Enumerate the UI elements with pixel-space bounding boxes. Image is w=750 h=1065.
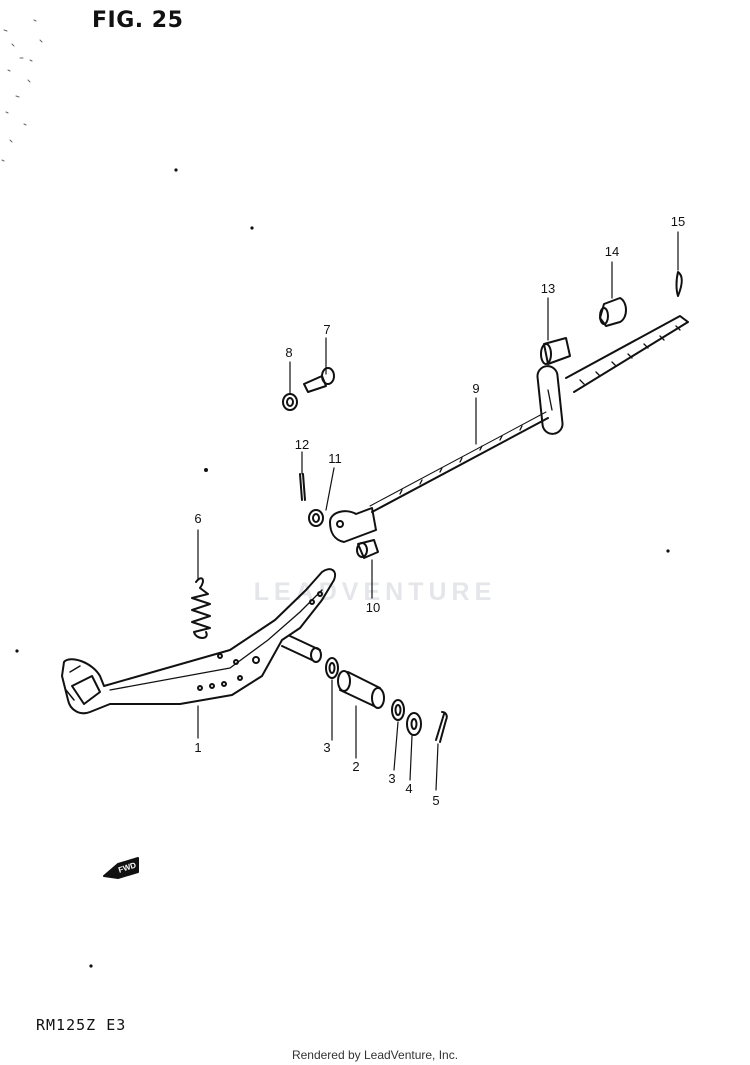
callout-3a: 3 [323,740,331,755]
part-5-cotter-pin [435,711,448,743]
part-6-return-spring [191,577,211,639]
callout-13: 13 [540,281,556,296]
part-9-brake-rod [369,315,689,513]
part-3-washer-b [391,699,405,721]
part-13-rod-joint [540,337,571,365]
callout-10: 10 [365,600,381,615]
part-3-washer-a [325,657,339,679]
model-code: RM125Z E3 [36,1016,127,1034]
part-14-adjust-nut [599,297,627,327]
callout-3b: 3 [388,771,396,786]
callout-4: 4 [405,781,413,796]
part-10-clevis-pin [356,539,379,559]
callout-1: 1 [194,740,202,755]
fwd-direction-arrow [103,857,139,879]
part-7-bolt [303,367,335,393]
callout-9: 9 [472,381,480,396]
callout-leaders [197,231,679,791]
rod-clevis [329,507,377,543]
part-11-washer [308,509,324,527]
callout-6: 6 [194,511,202,526]
rendered-by-credit: Rendered by LeadVenture, Inc. [291,1048,459,1062]
part-4-washer [406,712,422,736]
callout-8: 8 [285,345,293,360]
callout-5: 5 [432,793,440,808]
callout-2: 2 [352,759,360,774]
callout-7: 7 [323,322,331,337]
part-1-brake-pedal [61,568,336,715]
callout-12: 12 [294,437,310,452]
callout-15: 15 [670,214,686,229]
part-2-bushing [337,670,385,709]
scan-noise [1,19,43,162]
figure-title: FIG. 25 [92,8,184,33]
part-15-cotter-pin [675,271,683,297]
part-8-nut [282,393,298,411]
part-12-cotter-pin [299,473,306,501]
stray-dots [15,168,670,968]
callout-11: 11 [328,451,342,466]
callout-14: 14 [604,244,620,259]
